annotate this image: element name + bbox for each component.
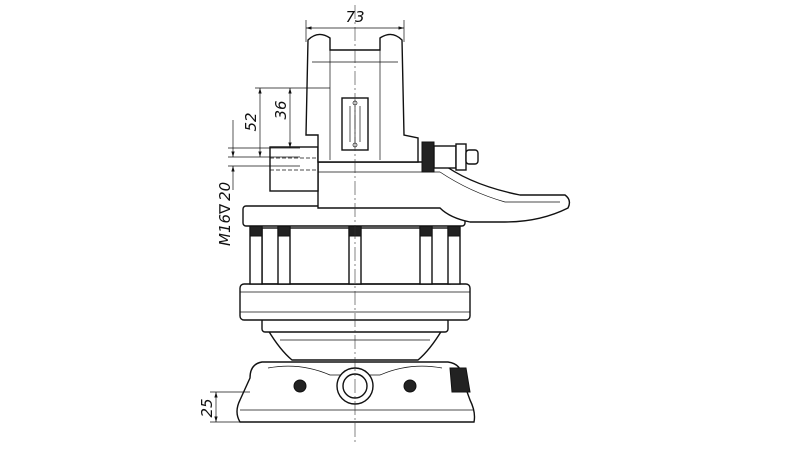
dimension-52-36: 52 36: [228, 87, 330, 167]
dimension-thread: M16∇20: [216, 120, 235, 246]
dimension-label: 52: [242, 112, 260, 131]
dimension-73: 73: [305, 8, 405, 42]
dimension-label: 25: [198, 398, 216, 417]
thread-label: M16∇20: [216, 182, 234, 246]
dimension-25: 25: [198, 391, 250, 423]
top-flange: [242, 205, 466, 227]
dimension-label: 36: [272, 100, 290, 119]
bolts: [249, 225, 461, 285]
rotator-body: [236, 33, 571, 423]
hose-fitting: [421, 141, 479, 173]
dimension-label: 73: [345, 8, 364, 26]
lever-arm: [317, 161, 571, 223]
